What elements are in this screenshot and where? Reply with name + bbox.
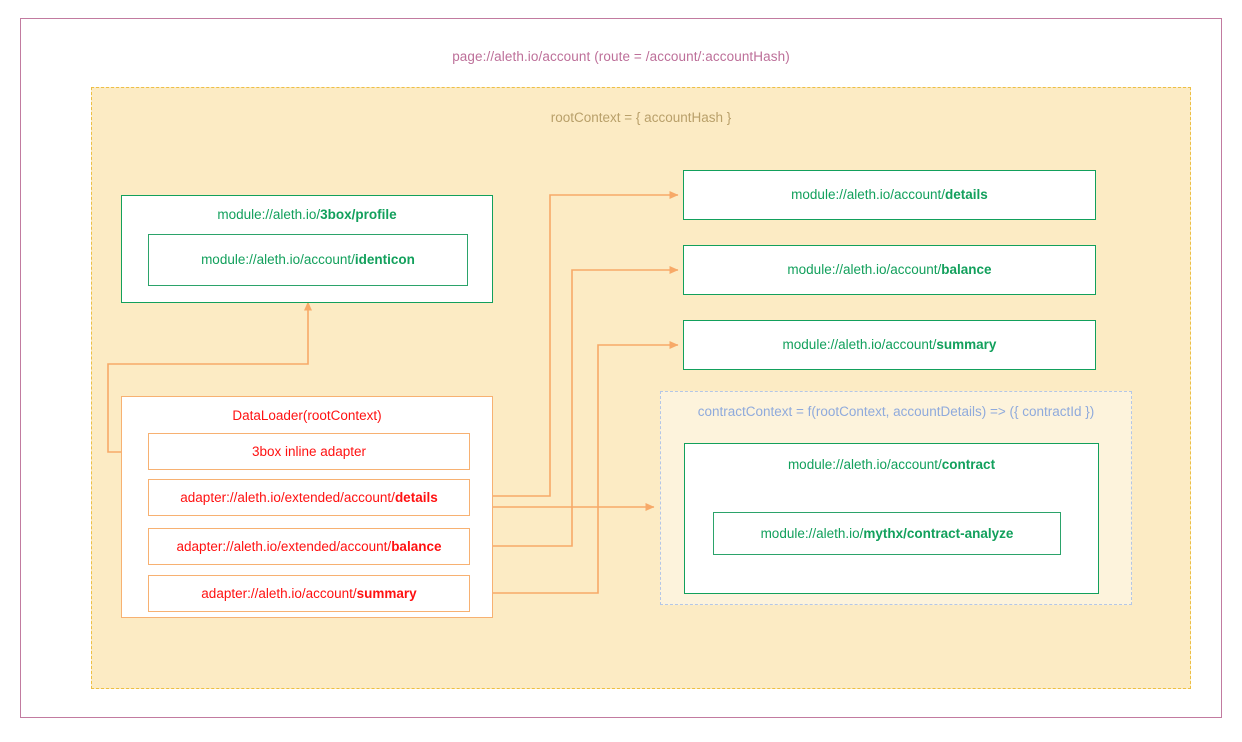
- adapter-3box-inline-label: 3box inline adapter: [251, 444, 367, 459]
- module-3box-profile[interactable]: module://aleth.io/3box/profile module://…: [121, 195, 493, 303]
- adapter-extended-account-balance[interactable]: adapter://aleth.io/extended/account/bala…: [148, 528, 470, 565]
- adapter-account-summary-label: adapter://aleth.io/account/summary: [201, 586, 417, 601]
- module-mythx-contract-analyze[interactable]: module://aleth.io/mythx/contract-analyze: [713, 512, 1061, 555]
- module-account-summary-label: module://aleth.io/account/summary: [782, 337, 997, 352]
- data-loader-box[interactable]: DataLoader(rootContext) 3box inline adap…: [121, 396, 493, 618]
- module-mythx-contract-analyze-label: module://aleth.io/mythx/contract-analyze: [760, 526, 1014, 541]
- module-account-summary[interactable]: module://aleth.io/account/summary: [683, 320, 1096, 370]
- adapter-3box-inline[interactable]: 3box inline adapter: [148, 433, 470, 470]
- data-loader-title: DataLoader(rootContext): [232, 408, 382, 423]
- adapter-extended-account-balance-label: adapter://aleth.io/extended/account/bala…: [176, 539, 442, 554]
- module-account-contract-label: module://aleth.io/account/contract: [787, 457, 996, 472]
- module-account-balance-label: module://aleth.io/account/balance: [787, 262, 992, 277]
- module-account-details-label: module://aleth.io/account/details: [791, 187, 988, 202]
- module-account-details[interactable]: module://aleth.io/account/details: [683, 170, 1096, 220]
- adapter-extended-account-details[interactable]: adapter://aleth.io/extended/account/deta…: [148, 479, 470, 516]
- module-identicon[interactable]: module://aleth.io/account/identicon: [148, 234, 468, 286]
- adapter-extended-account-details-label: adapter://aleth.io/extended/account/deta…: [180, 490, 438, 505]
- module-account-balance[interactable]: module://aleth.io/account/balance: [683, 245, 1096, 295]
- module-account-contract[interactable]: module://aleth.io/account/contract modul…: [684, 443, 1099, 594]
- module-identicon-label: module://aleth.io/account/identicon: [201, 252, 415, 267]
- adapter-account-summary[interactable]: adapter://aleth.io/account/summary: [148, 575, 470, 612]
- contract-context-label: contractContext = f(rootContext, account…: [697, 404, 1095, 419]
- module-3box-profile-label: module://aleth.io/3box/profile: [217, 207, 397, 222]
- root-context-label: rootContext = { accountHash }: [550, 110, 732, 125]
- page-title: page://aleth.io/account (route = /accoun…: [452, 49, 790, 64]
